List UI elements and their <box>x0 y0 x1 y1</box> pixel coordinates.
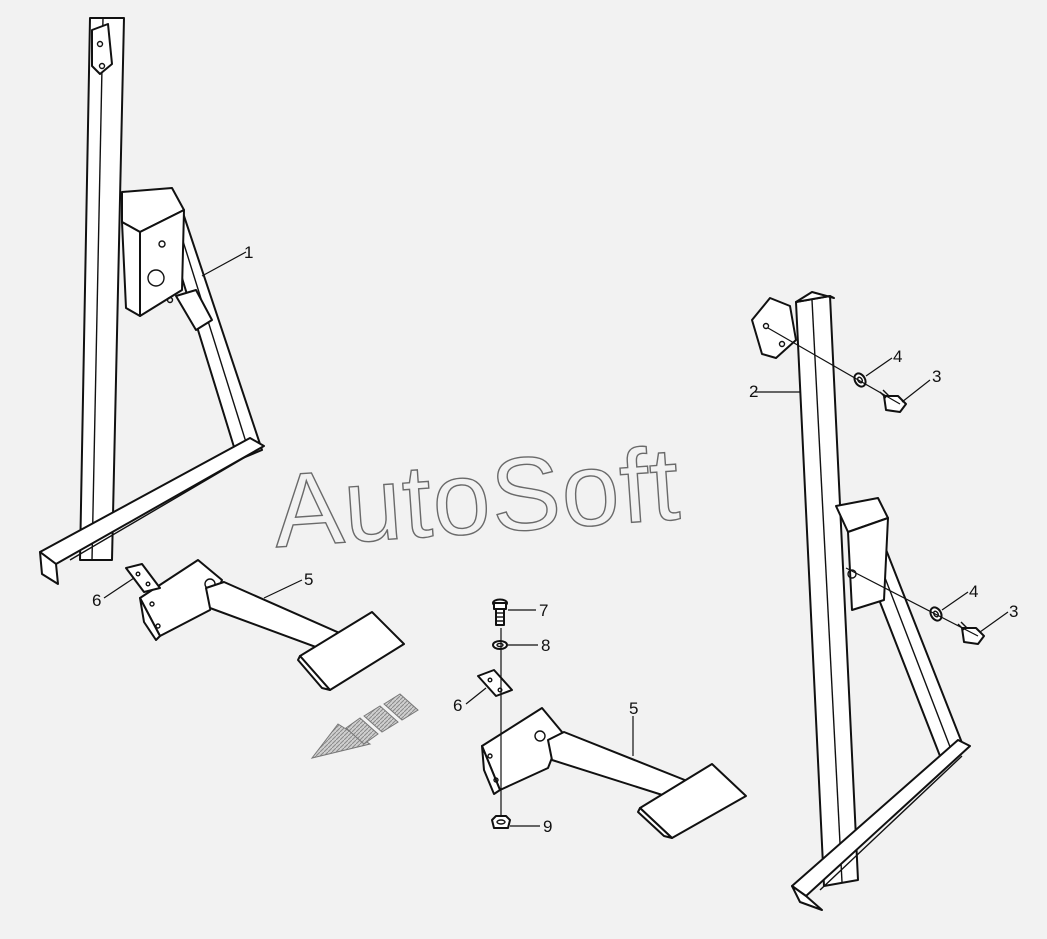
callout-4-upper: 4 <box>893 347 902 366</box>
plate-part-6-left <box>125 563 161 593</box>
nut-part-9 <box>491 815 511 829</box>
callout-9: 9 <box>543 817 552 836</box>
washer-part-4-upper <box>853 372 867 388</box>
axis-line-upper <box>767 327 901 405</box>
direction-arrow-icon <box>310 693 419 759</box>
washer-part-8 <box>492 640 508 650</box>
bolt-part-3-upper <box>879 389 907 413</box>
bolt-part-7 <box>492 598 508 626</box>
foot-part-5-right <box>481 707 747 839</box>
plate-part-6-right <box>477 669 513 697</box>
callout-6-left: 6 <box>92 591 101 610</box>
foot-part-5-left <box>139 559 405 691</box>
frame-left-part-1 <box>39 17 265 585</box>
callout-7: 7 <box>539 601 548 620</box>
callout-8: 8 <box>541 636 550 655</box>
watermark-text: AutoSoft <box>270 426 684 570</box>
frame-right-part-2 <box>751 291 971 911</box>
callout-3-lower: 3 <box>1009 602 1018 621</box>
leader-lines <box>103 251 1009 827</box>
callout-1: 1 <box>244 243 253 262</box>
callout-4-lower: 4 <box>969 582 978 601</box>
callout-6-right: 6 <box>453 696 462 715</box>
callout-5-right: 5 <box>629 699 638 718</box>
axis-line-lower <box>845 567 979 637</box>
callout-5-left: 5 <box>304 570 313 589</box>
callout-2: 2 <box>749 382 758 401</box>
callout-3-upper: 3 <box>932 367 941 386</box>
